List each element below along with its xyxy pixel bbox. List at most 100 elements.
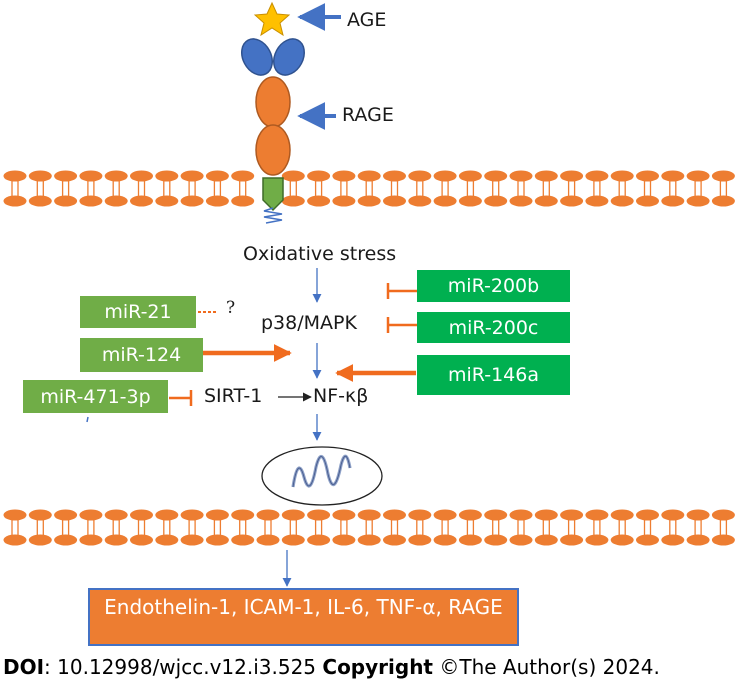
lipid-head [54, 509, 78, 521]
lipid-head [408, 195, 432, 207]
lipid-head [180, 195, 204, 207]
lipid-head [534, 170, 558, 182]
lipid-head [104, 195, 128, 207]
rage-receptor-domain-upper [255, 76, 291, 128]
lipid-head [332, 195, 356, 207]
lipid-head [281, 195, 305, 207]
inhibition-mir200b [386, 283, 417, 299]
copyright-text: ©The Author(s) 2024. [433, 655, 660, 679]
question-mark: ? [226, 298, 236, 318]
copyright-label: Copyright [322, 655, 433, 679]
rage-cytoplasmic-tail [263, 207, 283, 224]
lipid-head [130, 170, 153, 182]
lipid-head [205, 170, 229, 182]
nfkb-label: NF-κβ [313, 385, 369, 407]
rage-receptor-domain-right [273, 38, 305, 76]
lipid-head [357, 534, 381, 546]
lipid-head [79, 170, 103, 182]
age-label: AGE [347, 9, 387, 31]
lipid-head [307, 195, 331, 207]
lipid-head [357, 509, 381, 521]
lipid-head [231, 195, 255, 207]
lipid-head [686, 534, 710, 546]
lipid-head [458, 534, 482, 546]
lipid-head [231, 509, 255, 521]
lipid-head [711, 534, 735, 546]
doi-footer: DOI: 10.12998/wjcc.v12.i3.525 Copyright … [3, 655, 660, 679]
lipid-head [104, 534, 128, 546]
lipid-head [433, 509, 457, 521]
lipid-head [3, 534, 27, 546]
lipid-head [433, 195, 457, 207]
lipid-head [383, 534, 406, 546]
lipid-head [636, 170, 659, 182]
lipid-head [711, 195, 735, 207]
lipid-head [180, 534, 204, 546]
lipid-head [231, 170, 255, 182]
lipid-head [433, 534, 457, 546]
oxidative-stress-label: Oxidative stress [243, 243, 397, 265]
lipid-head [332, 509, 356, 521]
lipid-head [130, 195, 153, 207]
lipid-head [79, 534, 103, 546]
lipid-head [585, 195, 609, 207]
lipid-head [357, 195, 381, 207]
lipid-head [509, 195, 533, 207]
lipid-head [54, 195, 78, 207]
lipid-head [130, 509, 153, 521]
lipid-head [256, 534, 280, 546]
lipid-head [307, 170, 331, 182]
lipid-head [560, 509, 584, 521]
rage-receptor-domain-left [241, 38, 273, 76]
lipid-head [54, 534, 78, 546]
lipid-head [28, 509, 52, 521]
lipid-head [509, 509, 533, 521]
inhibition-mir4713p [169, 390, 193, 406]
lipid-head [509, 170, 533, 182]
lipid-head [130, 534, 153, 546]
lipid-head [332, 534, 356, 546]
lipid-head [307, 534, 331, 546]
lipid-head [357, 170, 381, 182]
lipid-head [307, 509, 331, 521]
lipid-head [534, 509, 558, 521]
lipid-head [256, 509, 280, 521]
lipid-head [205, 195, 229, 207]
lipid-head [205, 534, 229, 546]
lipid-head [636, 534, 659, 546]
lipid-head [281, 509, 305, 521]
lipid-head [3, 195, 27, 207]
lipid-head [686, 195, 710, 207]
lipid-head [484, 509, 508, 521]
lipid-head [79, 195, 103, 207]
rage-transmembrane-domain [262, 177, 284, 212]
lipid-head [560, 195, 584, 207]
rage-label: RAGE [342, 104, 394, 126]
lipid-head [28, 534, 52, 546]
rage-receptor-domain-lower [255, 124, 291, 176]
cell-membrane-bottom [3, 509, 735, 546]
lipid-head [661, 170, 685, 182]
lipid-head [509, 534, 533, 546]
mirna-box-mir-124: miR-124 [80, 338, 203, 372]
lipid-head [408, 534, 432, 546]
cell-membrane-top [3, 170, 735, 207]
lipid-head [458, 170, 482, 182]
lipid-head [155, 534, 179, 546]
lipid-head [231, 534, 255, 546]
lipid-head [686, 509, 710, 521]
mirna-box-mir-471-3p: miR-471-3p [23, 380, 168, 413]
lipid-head [560, 170, 584, 182]
mirna-box-mir-200b: miR-200b [417, 270, 570, 302]
lipid-head [560, 534, 584, 546]
lipid-head [332, 170, 356, 182]
inhibition-mir200c [386, 317, 417, 333]
lipid-head [383, 195, 406, 207]
lipid-head [408, 509, 432, 521]
lipid-head [433, 170, 457, 182]
mirna-box-mir-200c: miR-200c [417, 312, 570, 343]
lipid-head [458, 195, 482, 207]
lipid-head [484, 534, 508, 546]
lipid-head [205, 509, 229, 521]
